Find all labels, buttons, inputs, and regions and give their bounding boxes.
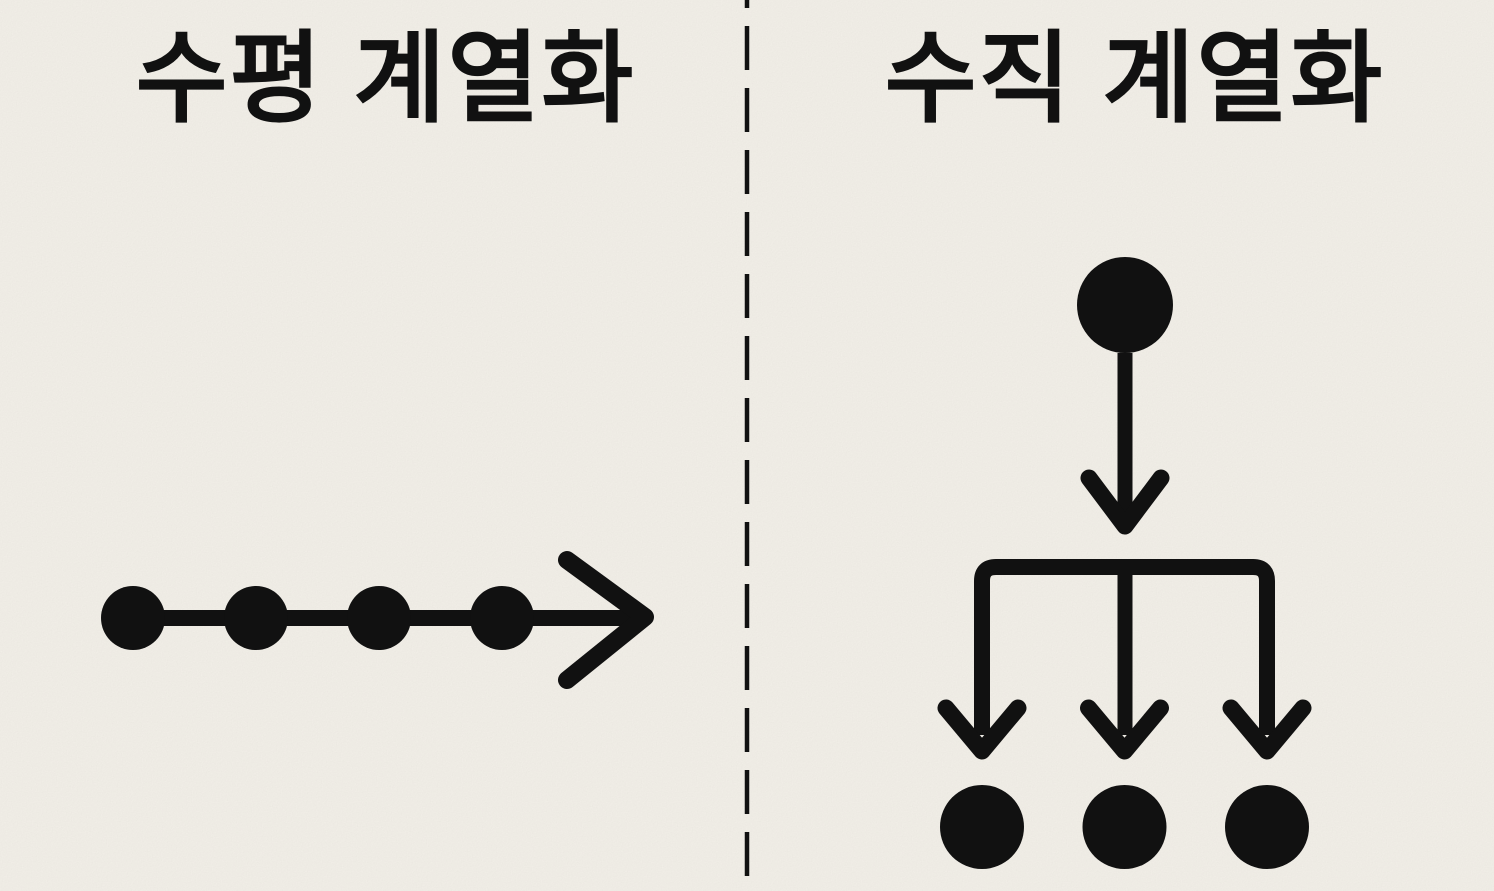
child-node-dot (1082, 785, 1167, 869)
root-node-dot (1077, 257, 1173, 353)
chain-node-dot (347, 586, 411, 650)
vertical-tree-diagram (937, 257, 1312, 869)
chain-node-dot (101, 586, 165, 650)
chain-node-dot (224, 586, 288, 650)
horizontal-chain-diagram (101, 551, 654, 689)
chain-node-dot (470, 586, 534, 650)
child-node-dot (1225, 785, 1309, 869)
right-panel-title: 수직 계열화 (884, 23, 1385, 135)
divider-dashed-line (744, 0, 750, 891)
left-panel-title: 수평 계열화 (135, 23, 636, 135)
child-node-dot (940, 785, 1024, 869)
